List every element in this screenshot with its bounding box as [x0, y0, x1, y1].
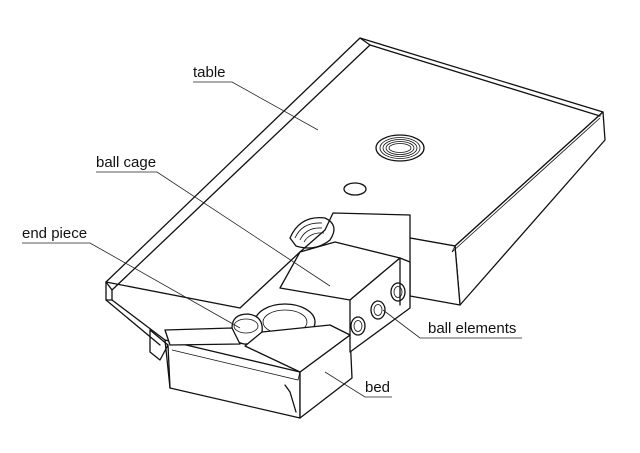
- table-right-edge: [409, 237, 461, 306]
- leader-ball-cage: [96, 171, 331, 287]
- label-ball-elements: ball elements: [428, 320, 516, 337]
- label-end-piece: end piece: [22, 225, 87, 242]
- threaded-hole-lower: [289, 217, 335, 249]
- table-part: [105, 37, 606, 309]
- leader-bed: [324, 371, 392, 398]
- leader-lines: [22, 81, 522, 398]
- ball-row: [350, 282, 406, 336]
- bed-part: [105, 299, 353, 419]
- leader-table: [193, 81, 319, 131]
- label-bed: bed: [365, 379, 390, 396]
- ball-cage-part: [164, 241, 411, 373]
- end-piece-part: [164, 313, 351, 373]
- threaded-hole-top: [375, 134, 425, 162]
- leader-ball-elements: [382, 309, 522, 339]
- pin-hole: [343, 182, 367, 196]
- label-table: table: [193, 64, 226, 81]
- leader-end-piece: [22, 242, 241, 329]
- label-ball-cage: ball cage: [96, 154, 156, 171]
